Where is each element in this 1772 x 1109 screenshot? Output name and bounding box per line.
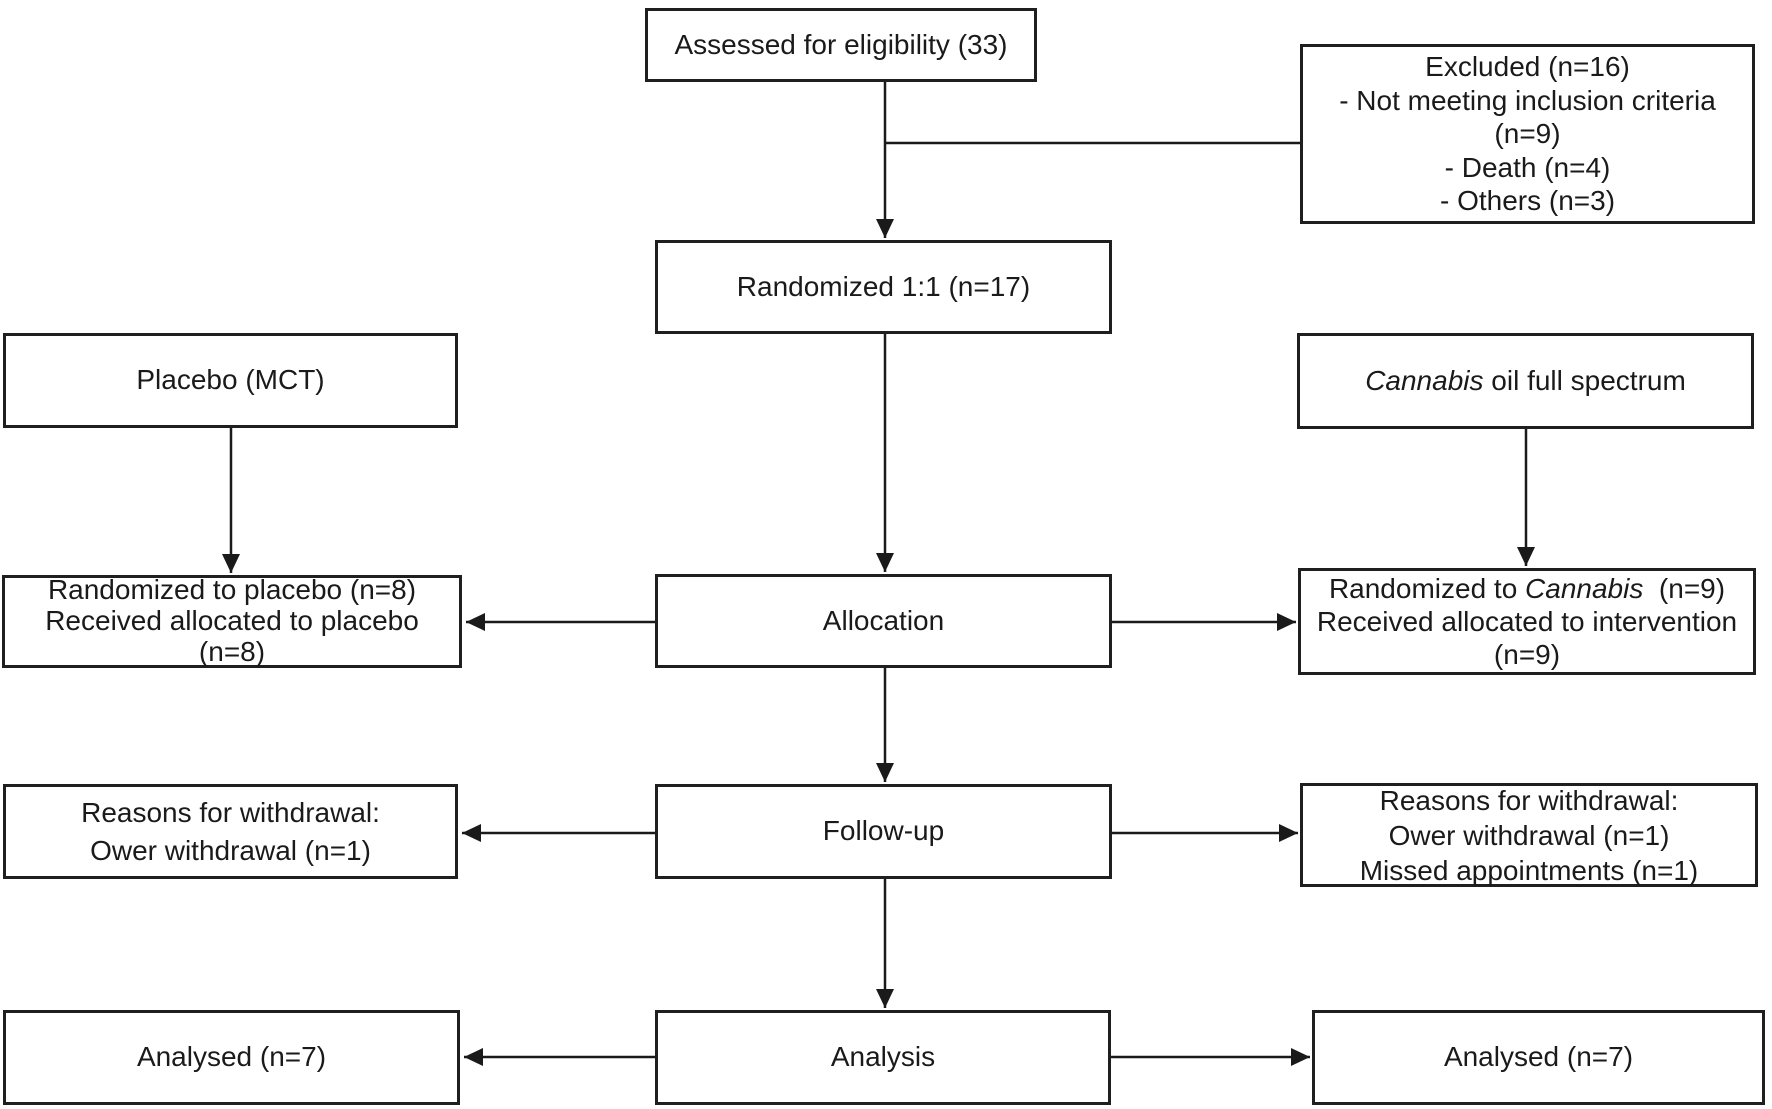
allocation-placebo-line: Randomized to placebo (n=8) — [47, 574, 417, 606]
allocation-placebo-line: Received allocated to placebo — [45, 605, 419, 637]
allocation-cannabis-prefix: Randomized to — [1328, 572, 1526, 604]
withdrawal-placebo-line: Reasons for withdrawal: — [81, 796, 380, 828]
assessed-label: Assessed for eligibility (33) — [674, 28, 1008, 60]
allocation-placebo-line: (n=8) — [198, 635, 266, 667]
withdrawal-cannabis-line: Ower withdrawal (n=1) — [1388, 819, 1670, 851]
followup-stage-box: Follow-up — [655, 784, 1112, 879]
withdrawal-cannabis-line: Reasons for withdrawal: — [1379, 784, 1679, 816]
followup-label: Follow-up — [822, 815, 945, 847]
cannabis-arm-box: Cannabis oil full spectrum — [1297, 333, 1754, 429]
excluded-box: Excluded (n=16) - Not meeting inclusion … — [1300, 44, 1755, 224]
excluded-line: - Death (n=4) — [1444, 151, 1611, 183]
allocation-cannabis-box: Randomized to Cannabis (n=9) Received al… — [1298, 568, 1756, 675]
randomized-box: Randomized 1:1 (n=17) — [655, 240, 1112, 334]
placebo-label: Placebo (MCT) — [136, 364, 325, 396]
excluded-line: - Not meeting inclusion criteria — [1339, 84, 1716, 116]
withdrawal-placebo-box: Reasons for withdrawal: Ower withdrawal … — [3, 784, 458, 879]
analysed-placebo-label: Analysed (n=7) — [136, 1041, 327, 1073]
cannabis-label-italic: Cannabis — [1365, 364, 1484, 396]
allocation-cannabis-line: Received allocated to intervention — [1316, 605, 1738, 637]
analysed-cannabis-box: Analysed (n=7) — [1312, 1010, 1765, 1105]
allocation-cannabis-line: Randomized to Cannabis (n=9) — [1329, 572, 1725, 605]
placebo-arm-box: Placebo (MCT) — [3, 333, 458, 428]
cannabis-label-rest: oil full spectrum — [1483, 364, 1686, 396]
allocation-cannabis-suffix: (n=9) — [1643, 572, 1726, 604]
excluded-line: (n=9) — [1494, 118, 1561, 150]
excluded-line: - Others (n=3) — [1439, 185, 1616, 217]
withdrawal-cannabis-line: Missed appointments (n=1) — [1359, 854, 1699, 886]
analysis-stage-box: Analysis — [655, 1010, 1111, 1105]
allocation-cannabis-line: (n=9) — [1493, 639, 1561, 671]
withdrawal-cannabis-box: Reasons for withdrawal: Ower withdrawal … — [1300, 783, 1758, 887]
allocation-cannabis-italic: Cannabis — [1525, 572, 1644, 604]
analysis-label: Analysis — [830, 1041, 936, 1073]
allocation-stage-box: Allocation — [655, 574, 1112, 668]
allocation-label: Allocation — [822, 604, 945, 636]
excluded-line: Excluded (n=16) — [1425, 51, 1630, 83]
withdrawal-placebo-line: Ower withdrawal (n=1) — [90, 834, 371, 866]
analysed-cannabis-label: Analysed (n=7) — [1443, 1041, 1634, 1073]
randomized-label: Randomized 1:1 (n=17) — [736, 270, 1031, 302]
assessed-for-eligibility-box: Assessed for eligibility (33) — [645, 8, 1037, 82]
analysed-placebo-box: Analysed (n=7) — [3, 1010, 460, 1105]
cannabis-label: Cannabis oil full spectrum — [1365, 365, 1686, 397]
allocation-placebo-box: Randomized to placebo (n=8) Received all… — [2, 575, 462, 668]
